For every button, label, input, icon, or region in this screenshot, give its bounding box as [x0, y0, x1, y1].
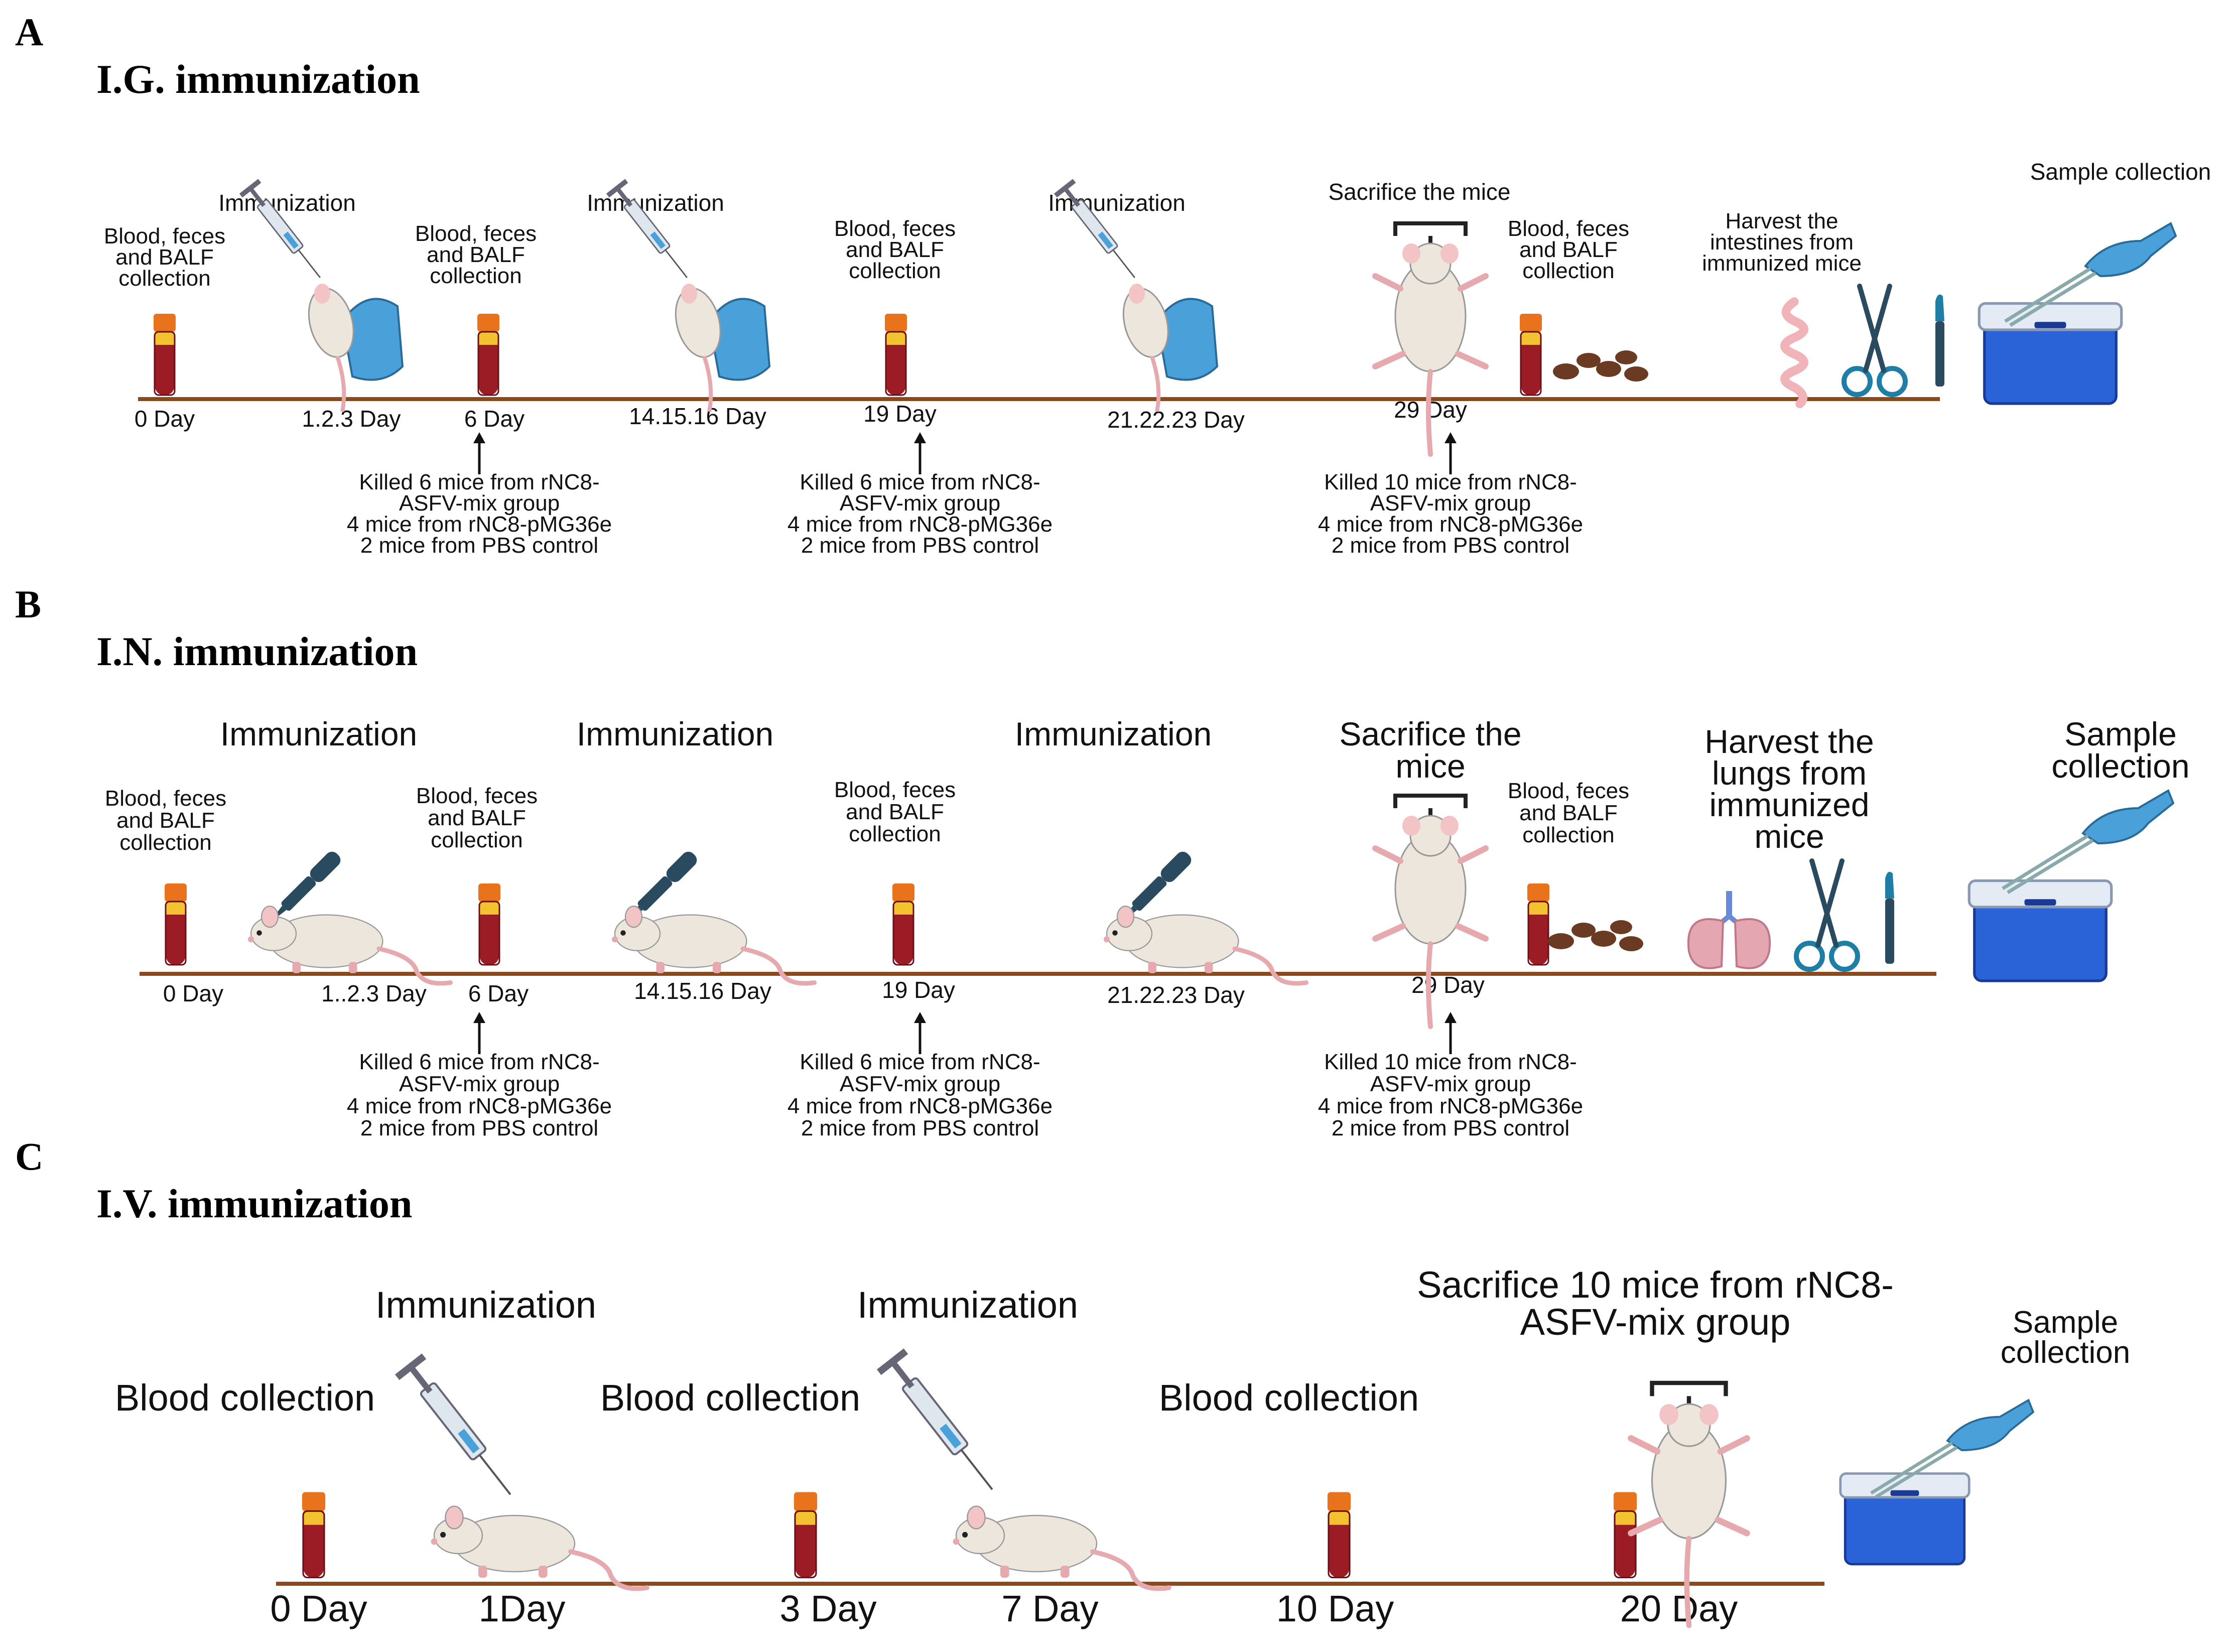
blood-tube-icon: [477, 882, 501, 966]
panel-letter: C: [15, 1134, 43, 1178]
day-label: 0 Day: [270, 1588, 367, 1629]
day-label: 19 Day: [882, 977, 955, 1003]
collection-label: Blood collection: [600, 1377, 860, 1419]
panel-letter: A: [15, 10, 43, 54]
arrow-icon: [914, 1012, 926, 1054]
mouse-icon: [612, 906, 815, 983]
sample-box-icon: [1841, 1474, 1969, 1565]
sample-box-icon: [1979, 304, 2122, 404]
scalpel-icon: [1885, 871, 1894, 964]
arrow-icon: [1444, 1012, 1457, 1054]
day-label: 7 Day: [1001, 1588, 1098, 1629]
blood-tube-icon: [891, 882, 915, 966]
day-label: 1..2.3 Day: [321, 980, 427, 1006]
scalpel-icon: [1935, 294, 1944, 387]
panel-letter: B: [15, 582, 41, 626]
arrow-icon: [1444, 432, 1457, 474]
blood-tube-icon: [793, 1491, 818, 1579]
heading-label: Immunization: [218, 190, 356, 216]
mouse-icon: [1104, 906, 1306, 983]
day-label: 19 Day: [863, 401, 937, 427]
day-label: 0 Day: [163, 980, 223, 1006]
day-label: 3 Day: [779, 1588, 876, 1629]
day-label: 21.22.23 Day: [1107, 982, 1245, 1008]
mouse-icon: [431, 1506, 647, 1589]
blood-tube-icon: [1526, 882, 1550, 966]
blood-tube-icon: [1519, 313, 1543, 396]
day-label: 6 Day: [468, 980, 529, 1006]
collection-label: Blood collection: [1159, 1377, 1419, 1419]
day-label: 14.15.16 Day: [634, 978, 771, 1004]
sample-box-icon: [1969, 881, 2112, 981]
intestine-icon: [1785, 302, 1804, 404]
blood-tube-icon: [1327, 1491, 1352, 1579]
feces-icon: [1553, 350, 1648, 382]
day-label: 21.22.23 Day: [1107, 407, 1245, 433]
heading-label: Immunization: [577, 715, 774, 752]
feces-icon: [1548, 920, 1643, 951]
day-label: 1Day: [479, 1588, 566, 1629]
heading-label: Immunization: [375, 1284, 596, 1326]
arrow-icon: [473, 1012, 485, 1054]
gloved-hand-forceps-icon: [2003, 791, 2173, 893]
scissors-icon: [1844, 286, 1905, 395]
syringe-icon: [393, 1352, 511, 1496]
arrow-icon: [473, 432, 485, 474]
collection-label: Blood collection: [115, 1377, 375, 1419]
panel-title: I.G. immunization: [96, 56, 420, 102]
blood-tube-icon: [884, 313, 908, 396]
mouse-supine-icon: [1375, 223, 1486, 454]
day-label: 14.15.16 Day: [629, 403, 766, 429]
day-label: 6 Day: [464, 406, 524, 432]
syringe-icon: [875, 1347, 993, 1491]
heading-label: Sample collection: [2030, 159, 2211, 185]
blood-tube-icon: [164, 882, 188, 966]
blood-tube-icon: [153, 313, 177, 396]
blood-tube-icon: [301, 1491, 326, 1579]
heading-label: Immunization: [857, 1284, 1078, 1326]
panel-title: I.V. immunization: [96, 1181, 413, 1226]
heading-label: Immunization: [1015, 715, 1212, 752]
scissors-icon: [1796, 861, 1858, 969]
blood-tube-icon: [476, 313, 500, 396]
heading-label: Sacrifice 10 mice from rNC8-ASFV-mix gro…: [1417, 1264, 1894, 1343]
day-label: 0 Day: [135, 406, 195, 432]
day-label: 29 Day: [1411, 972, 1485, 998]
arrow-icon: [914, 432, 926, 474]
heading-label: Sacrifice the mice: [1328, 179, 1510, 205]
lungs-icon: [1688, 891, 1770, 968]
panel-title: I.N. immunization: [96, 628, 418, 674]
day-label: 10 Day: [1276, 1588, 1394, 1629]
day-label: 20 Day: [1620, 1588, 1738, 1629]
mouse-icon: [953, 1506, 1169, 1589]
mouse-icon: [248, 906, 451, 983]
day-label: 1.2.3 Day: [302, 406, 401, 432]
heading-label: Immunization: [220, 715, 418, 752]
